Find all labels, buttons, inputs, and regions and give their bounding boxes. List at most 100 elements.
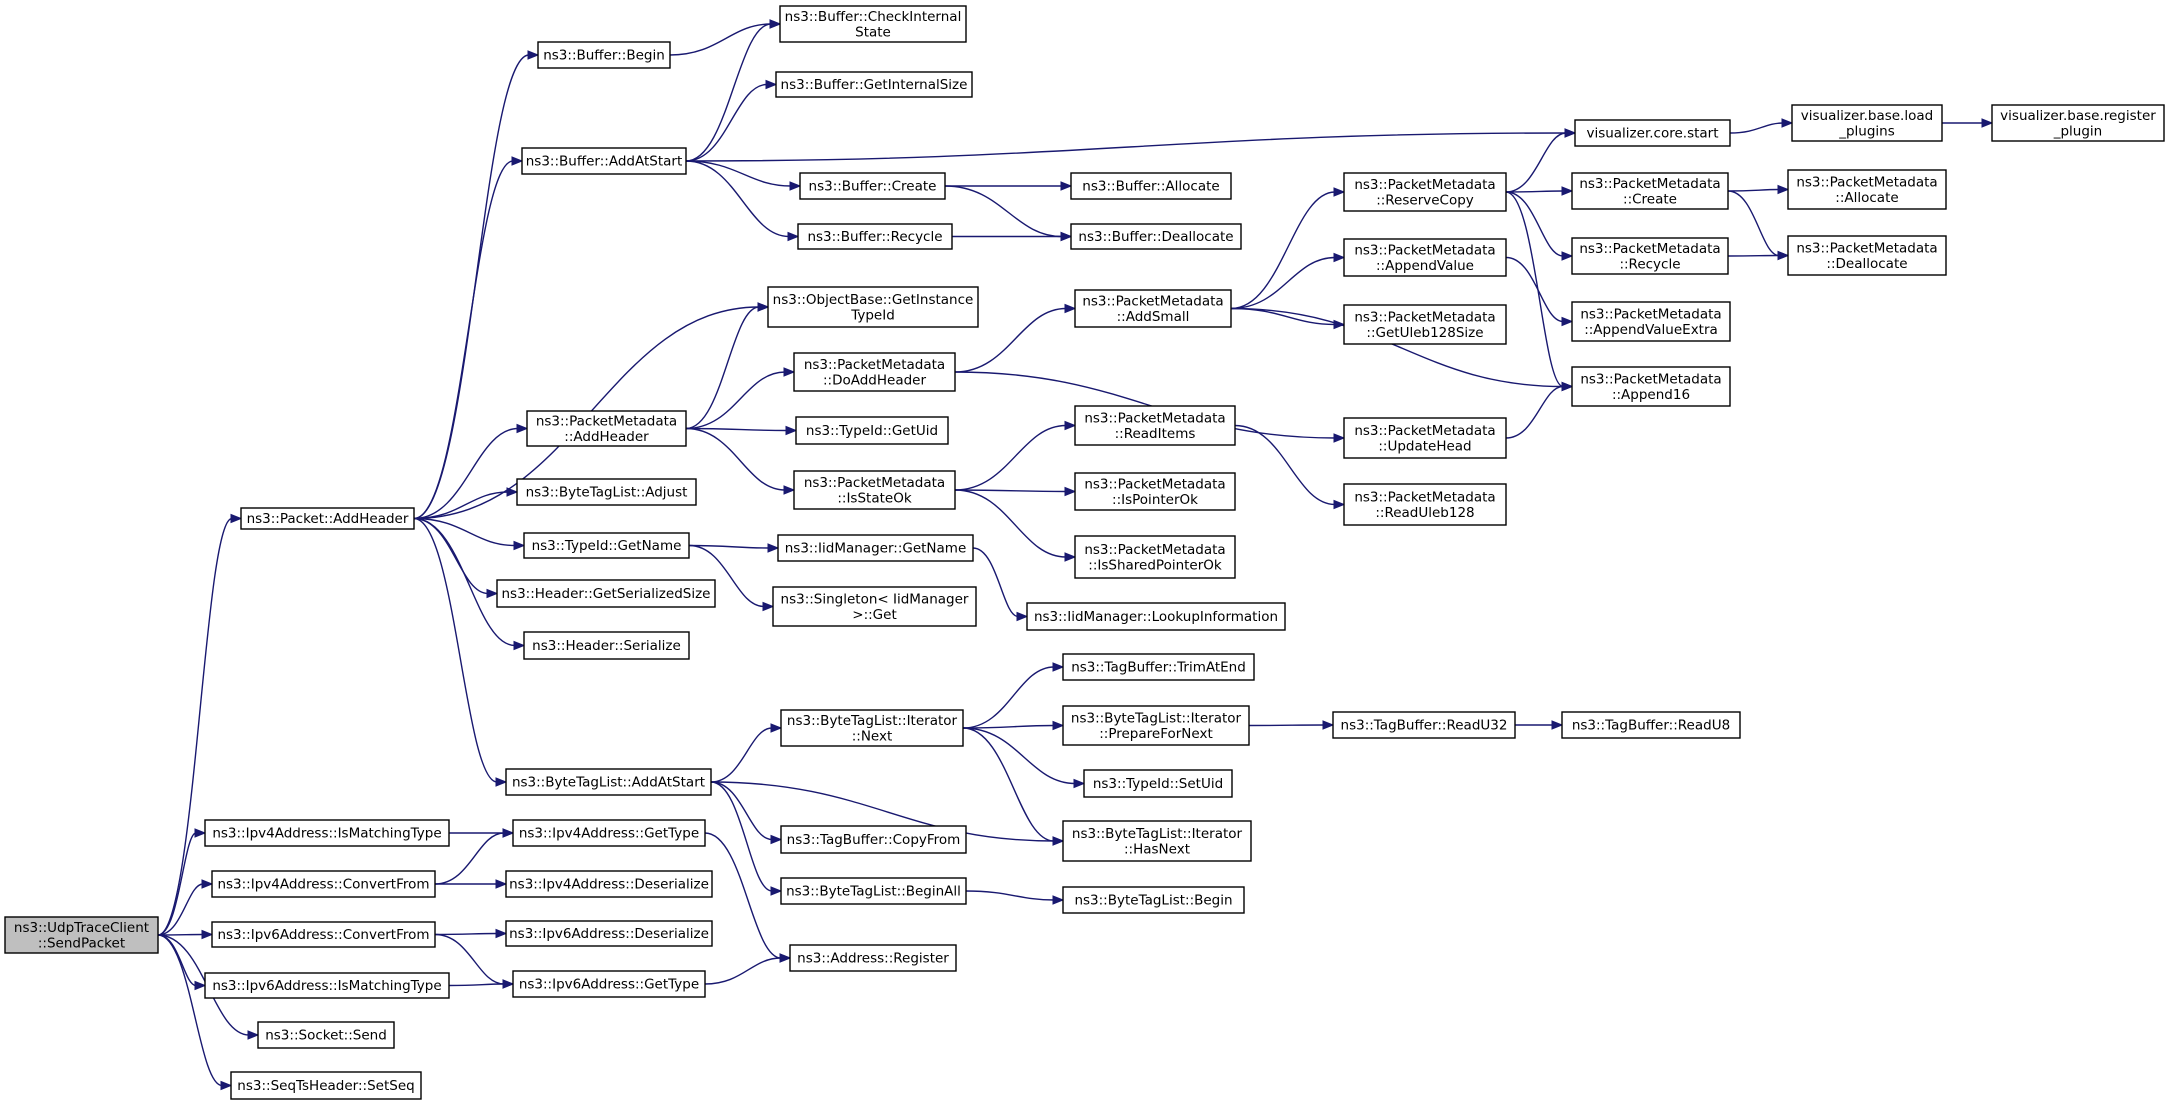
arrowhead-icon (1060, 181, 1073, 191)
node-box (1026, 602, 1286, 631)
function-node-ns3-address-register[interactable]: ns3::Address::Register (789, 944, 957, 972)
function-node-ns3-packetmetadata-addheader[interactable]: ns3::PacketMetadata::AddHeader (526, 410, 687, 447)
function-node-visualizer-core-start[interactable]: visualizer.core.start (1574, 119, 1731, 147)
node-label: ::DoAddHeader (823, 372, 926, 388)
function-node-ns3-header-serialize[interactable]: ns3::Header::Serialize (523, 631, 690, 660)
function-node-ns3-packet-addheader[interactable]: ns3::Packet::AddHeader (240, 507, 415, 530)
function-node-ns3-packetmetadata-getuleb128size[interactable]: ns3::PacketMetadata::GetUleb128Size (1343, 304, 1507, 345)
arrowhead-icon (1064, 420, 1077, 431)
function-node-ns3-tagbuffer-copyfrom[interactable]: ns3::TagBuffer::CopyFrom (780, 825, 967, 854)
call-edge (157, 517, 233, 936)
arrowhead-icon (757, 302, 770, 312)
arrowhead-icon (230, 513, 243, 524)
function-node-ns3-packetmetadata-readuleb128[interactable]: ns3::PacketMetadata::ReadUleb128 (1343, 483, 1507, 526)
node-label: ns3::Buffer::Allocate (1082, 179, 1219, 195)
node-box (1343, 417, 1507, 459)
function-node-ns3-packetmetadata-readitems[interactable]: ns3::PacketMetadata::ReadItems (1074, 405, 1236, 446)
function-node-ns3-packetmetadata-appendvalue[interactable]: ns3::PacketMetadata::AppendValue (1343, 238, 1507, 277)
node-label: ns3::PacketMetadata (804, 475, 945, 491)
function-node-ns3-buffer-recycle[interactable]: ns3::Buffer::Recycle (797, 223, 953, 250)
function-node-ns3-ipv6address-gettype[interactable]: ns3::Ipv6Address::GetType (512, 970, 706, 998)
function-node-ns3-packetmetadata-doaddheader[interactable]: ns3::PacketMetadata::DoAddHeader (793, 352, 956, 392)
node-label: ns3::ByteTagList::BeginAll (786, 884, 961, 900)
node-label: ::Append16 (1612, 387, 1690, 403)
function-node-ns3-packetmetadata-ispointerok[interactable]: ns3::PacketMetadata::IsPointerOk (1074, 472, 1236, 511)
function-node-ns3-header-getserializedsize[interactable]: ns3::Header::GetSerializedSize (496, 579, 716, 608)
node-label: ns3::TagBuffer::ReadU8 (1572, 718, 1730, 734)
call-edge (1729, 122, 1784, 134)
function-node-ns3-udptraceclient-sendpacket[interactable]: ns3::UdpTraceClient::SendPacket (4, 916, 159, 954)
node-label: ns3::Ipv4Address::IsMatchingType (212, 826, 441, 842)
function-node-ns3-packetmetadata-create[interactable]: ns3::PacketMetadata::Create (1571, 172, 1729, 210)
arrowhead-icon (770, 723, 783, 733)
function-node-ns3-bytetaglist-begin[interactable]: ns3::ByteTagList::Begin (1062, 886, 1245, 914)
node-label: ::AppendValue (1376, 258, 1474, 274)
node-label: ns3::PacketMetadata (804, 357, 945, 373)
node-label: ns3::Buffer::CheckInternal (785, 9, 962, 25)
function-node-ns3-ipv4address-convertfrom[interactable]: ns3::Ipv4Address::ConvertFrom (211, 870, 436, 898)
node-box (777, 534, 974, 562)
arrowhead-icon (506, 487, 519, 497)
function-node-ns3-ipv6address-deserialize[interactable]: ns3::Ipv6Address::Deserialize (505, 920, 713, 947)
arrowhead-icon (1052, 662, 1065, 672)
function-node-ns3-buffer-create[interactable]: ns3::Buffer::Create (799, 172, 946, 200)
arrowhead-icon (1333, 499, 1346, 510)
function-node-ns3-ipv6address-convertfrom[interactable]: ns3::Ipv6Address::ConvertFrom (211, 921, 436, 948)
node-box (230, 1071, 422, 1100)
node-label: ::ReadUleb128 (1375, 505, 1474, 521)
function-node-ns3-bytetaglist-iterator-preparefornext[interactable]: ns3::ByteTagList::Iterator::PrepareForNe… (1062, 705, 1250, 746)
node-box (767, 286, 979, 328)
node-label: ::GetUleb128Size (1366, 325, 1483, 341)
arrowhead-icon (1052, 720, 1065, 731)
function-node-ns3-buffer-allocate[interactable]: ns3::Buffer::Allocate (1070, 172, 1232, 200)
function-node-ns3-seqtsheader-setseq[interactable]: ns3::SeqTsHeader::SetSeq (230, 1071, 422, 1100)
function-node-ns3-singleton-iidmanager-get[interactable]: ns3::Singleton< IidManager>::Get (772, 586, 977, 627)
node-label: ns3::Ipv6Address::IsMatchingType (212, 978, 441, 994)
function-node-ns3-packetmetadata-allocate[interactable]: ns3::PacketMetadata::Allocate (1787, 169, 1947, 210)
function-node-ns3-bytetaglist-addatstart[interactable]: ns3::ByteTagList::AddAtStart (505, 768, 712, 796)
function-node-ns3-bytetaglist-iterator-hasnext[interactable]: ns3::ByteTagList::Iterator::HasNext (1062, 820, 1252, 862)
function-node-ns3-iidmanager-getname[interactable]: ns3::IidManager::GetName (777, 534, 974, 562)
function-node-ns3-typeid-setuid[interactable]: ns3::TypeId::SetUid (1083, 769, 1233, 798)
node-label: ns3::Ipv6Address::GetType (519, 977, 699, 993)
call-edge (710, 781, 773, 892)
function-node-ns3-bytetaglist-adjust[interactable]: ns3::ByteTagList::Adjust (516, 478, 697, 506)
node-box (1574, 119, 1731, 147)
function-node-ns3-tagbuffer-trimatend[interactable]: ns3::TagBuffer::TrimAtEnd (1062, 653, 1255, 681)
function-node-ns3-buffer-begin[interactable]: ns3::Buffer::Begin (537, 41, 671, 69)
function-node-ns3-tagbuffer-readu32[interactable]: ns3::TagBuffer::ReadU32 (1332, 711, 1516, 739)
function-node-ns3-tagbuffer-readu8[interactable]: ns3::TagBuffer::ReadU8 (1561, 711, 1741, 739)
function-node-ns3-ipv4address-deserialize[interactable]: ns3::Ipv4Address::Deserialize (505, 870, 713, 898)
function-node-ns3-packetmetadata-reservecopy[interactable]: ns3::PacketMetadata::ReserveCopy (1343, 172, 1507, 212)
call-edge (413, 517, 516, 547)
function-node-ns3-buffer-addatstart[interactable]: ns3::Buffer::AddAtStart (521, 147, 687, 175)
function-node-ns3-packetmetadata-addsmall[interactable]: ns3::PacketMetadata::AddSmall (1074, 289, 1232, 328)
function-node-ns3-bytetaglist-beginall[interactable]: ns3::ByteTagList::BeginAll (780, 877, 967, 905)
function-node-ns3-buffer-getinternalsize[interactable]: ns3::Buffer::GetInternalSize (775, 71, 973, 98)
function-node-ns3-packetmetadata-append16[interactable]: ns3::PacketMetadata::Append16 (1571, 366, 1731, 407)
node-label: ns3::Buffer::GetInternalSize (781, 77, 968, 93)
function-node-ns3-ipv4address-ismatchingtype[interactable]: ns3::Ipv4Address::IsMatchingType (204, 819, 450, 847)
function-node-visualizer-base-load-plugins[interactable]: visualizer.base.load_plugins (1791, 104, 1943, 142)
function-node-ns3-socket-send[interactable]: ns3::Socket::Send (257, 1021, 395, 1049)
function-node-ns3-packetmetadata-deallocate[interactable]: ns3::PacketMetadata::Deallocate (1787, 235, 1947, 276)
function-node-ns3-ipv4address-gettype[interactable]: ns3::Ipv4Address::GetType (512, 819, 706, 847)
function-node-visualizer-base-register-plugin[interactable]: visualizer.base.register_plugin (1991, 104, 2165, 142)
function-node-ns3-packetmetadata-issharedpointerok[interactable]: ns3::PacketMetadata::IsSharedPointerOk (1074, 535, 1236, 579)
function-node-ns3-typeid-getuid[interactable]: ns3::TypeId::GetUid (795, 416, 949, 445)
function-node-ns3-packetmetadata-isstateok[interactable]: ns3::PacketMetadata::IsStateOk (793, 470, 956, 510)
function-node-ns3-packetmetadata-appendvalueextra[interactable]: ns3::PacketMetadata::AppendValueExtra (1571, 301, 1731, 342)
function-node-ns3-bytetaglist-iterator-next[interactable]: ns3::ByteTagList::Iterator::Next (780, 709, 964, 747)
function-node-ns3-packetmetadata-updatehead[interactable]: ns3::PacketMetadata::UpdateHead (1343, 417, 1507, 459)
function-node-ns3-packetmetadata-recycle[interactable]: ns3::PacketMetadata::Recycle (1571, 237, 1729, 275)
call-edge (413, 517, 498, 783)
function-node-ns3-typeid-getname[interactable]: ns3::TypeId::GetName (523, 532, 690, 559)
function-node-ns3-buffer-deallocate[interactable]: ns3::Buffer::Deallocate (1070, 223, 1242, 250)
node-label: ::ReadItems (1115, 426, 1196, 442)
arrowhead-icon (1777, 250, 1790, 261)
function-node-ns3-ipv6address-ismatchingtype[interactable]: ns3::Ipv6Address::IsMatchingType (204, 972, 450, 999)
node-label: ns3::ByteTagList::Begin (1074, 893, 1232, 909)
function-node-ns3-iidmanager-lookupinformation[interactable]: ns3::IidManager::LookupInformation (1026, 602, 1286, 631)
